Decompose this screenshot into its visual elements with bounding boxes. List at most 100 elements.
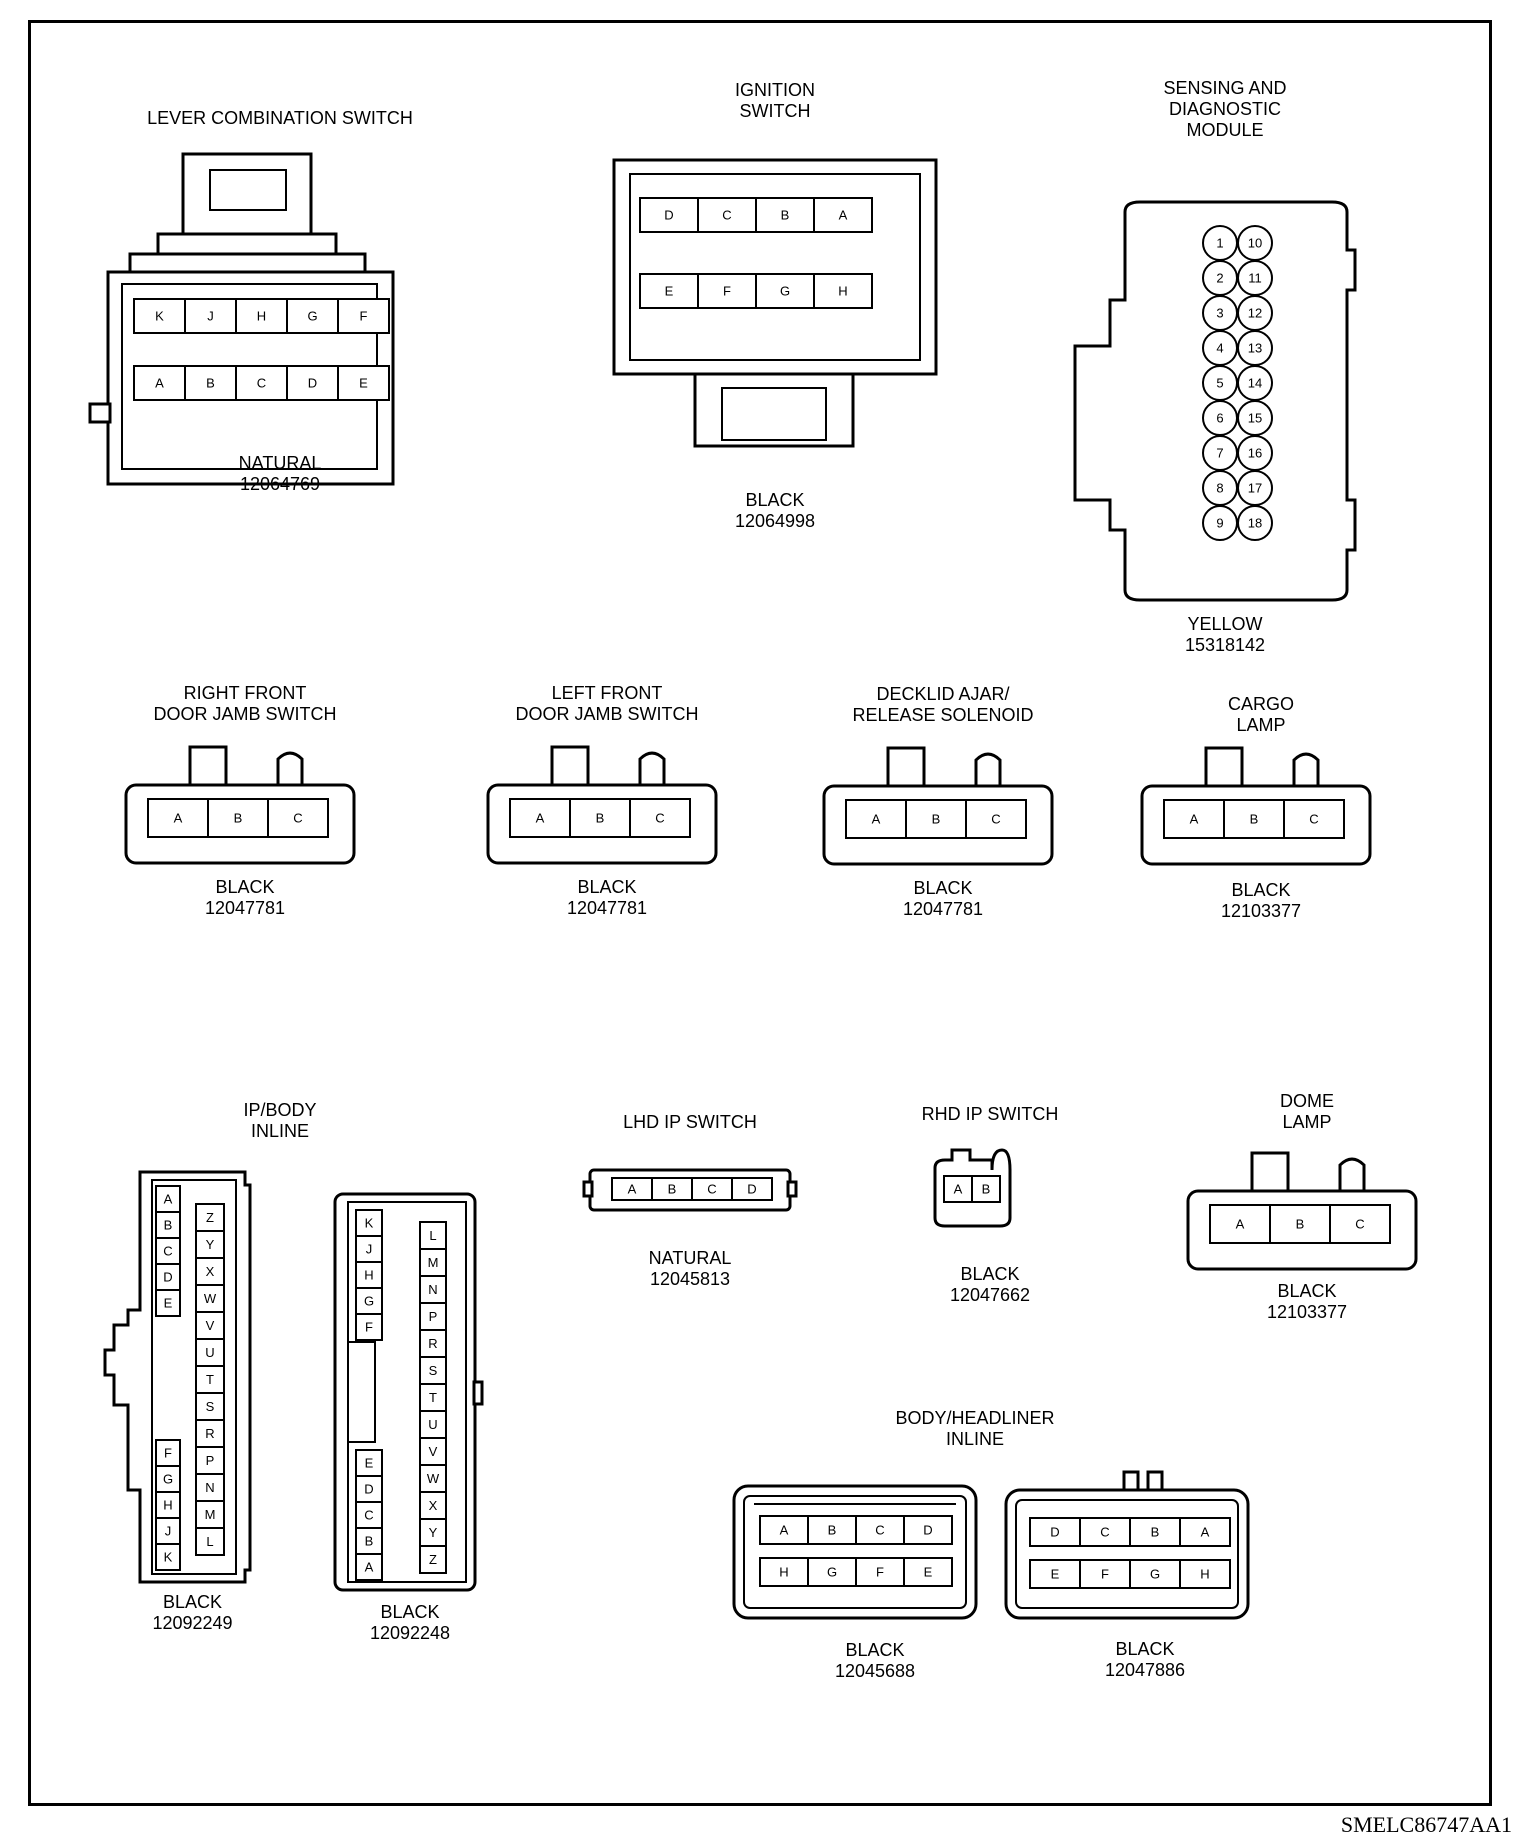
pin-label: H <box>257 309 266 324</box>
pin-cavity: 4 <box>1202 330 1238 366</box>
figure-id: SMELC86747AA1 <box>1340 1812 1512 1837</box>
pin-label: R <box>205 1426 214 1441</box>
pin-label: D <box>163 1270 172 1285</box>
pin-cavity: 6 <box>1202 400 1238 436</box>
pin-label: B <box>982 1182 991 1197</box>
pin-cavity: 18 <box>1237 505 1273 541</box>
pin-label: H <box>779 1565 788 1580</box>
pin-cavity: H <box>1179 1559 1231 1589</box>
pin-cavity: 8 <box>1202 470 1238 506</box>
connector-title: LHD IP SWITCH <box>623 1112 757 1132</box>
pin-label: E <box>365 1456 374 1471</box>
pin-cavity: C <box>1079 1517 1131 1547</box>
connector-part-number: 12103377 <box>1266 1302 1348 1322</box>
pin-cavity: E <box>1029 1559 1081 1589</box>
pin-label: F <box>876 1565 884 1580</box>
pin-cavity: E <box>155 1289 181 1317</box>
connector-title: IGNITION SWITCH <box>735 80 815 121</box>
pin-cavity: C <box>691 1177 733 1201</box>
pin-cavity: A <box>355 1553 383 1581</box>
connector-part-number: 12103377 <box>1220 901 1302 921</box>
pin-cavity: R <box>419 1329 447 1358</box>
pin-label: A <box>1201 1525 1210 1540</box>
pin-label: A <box>839 208 848 223</box>
pin-label: K <box>164 1550 173 1565</box>
connector-color: BLACK <box>960 1264 1020 1284</box>
pin-cavity: H <box>235 298 288 334</box>
pin-label: F <box>365 1320 373 1335</box>
pin-cavity: B <box>569 798 631 838</box>
pin-label: A <box>872 812 881 827</box>
pin-cavity: E <box>903 1557 953 1587</box>
pin-label: S <box>206 1399 215 1414</box>
pin-cavity: 15 <box>1237 400 1273 436</box>
pin-label: D <box>664 208 673 223</box>
pin-cavity: C <box>965 799 1027 839</box>
pin-cavity: D <box>286 365 339 401</box>
connector-title: LEVER COMBINATION SWITCH <box>147 108 413 128</box>
pin-cavity: 16 <box>1237 435 1273 471</box>
pin-label: H <box>838 284 847 299</box>
pin-label: Y <box>429 1525 438 1540</box>
pin-cavity: N <box>419 1275 447 1304</box>
pin-label: N <box>205 1480 214 1495</box>
pin-cavity: J <box>355 1235 383 1263</box>
pin-cavity: E <box>337 365 390 401</box>
pin-label: G <box>364 1294 374 1309</box>
pin-label: P <box>429 1309 438 1324</box>
pin-label: 2 <box>1216 271 1223 286</box>
pin-label: A <box>155 376 164 391</box>
connector-caption: YELLOW 15318142 <box>1070 614 1380 656</box>
pin-label: B <box>1151 1525 1160 1540</box>
pin-cavity: U <box>419 1410 447 1439</box>
pin-cavity: D <box>903 1515 953 1545</box>
diagram-frame <box>28 20 1492 1806</box>
pin-label: 16 <box>1248 446 1262 461</box>
connector-caption-12047886: BLACK 12047886 <box>1020 1639 1270 1681</box>
pin-label: Y <box>206 1237 215 1252</box>
pin-label: C <box>163 1244 172 1259</box>
pin-label: A <box>780 1523 789 1538</box>
pin-cavity: K <box>155 1543 181 1571</box>
pin-label: 6 <box>1216 411 1223 426</box>
connector-part-number: 12047662 <box>949 1285 1031 1305</box>
pin-cavity: Z <box>195 1203 225 1232</box>
connector-color: NATURAL <box>648 1248 732 1268</box>
pin-cavity: A <box>133 365 186 401</box>
connector-part-number: 12064769 <box>239 474 321 494</box>
connector-part-number: 12047886 <box>1104 1660 1186 1680</box>
pin-label: E <box>164 1296 173 1311</box>
connector-color: BLACK <box>1231 880 1291 900</box>
pin-cavity: G <box>155 1465 181 1493</box>
connector-caption: NATURAL 12064769 <box>100 453 460 495</box>
pin-cavity: C <box>267 798 329 838</box>
pin-cavity: B <box>755 197 815 233</box>
pin-label: J <box>207 309 214 324</box>
pin-label: J <box>165 1524 172 1539</box>
pin-cavity: T <box>195 1365 225 1394</box>
pin-label: Z <box>429 1552 437 1567</box>
pin-cavity: Y <box>195 1230 225 1259</box>
pin-cavity: 3 <box>1202 295 1238 331</box>
pin-cavity: A <box>611 1177 653 1201</box>
connector-title: DOME LAMP <box>1280 1091 1334 1132</box>
pin-label: C <box>875 1523 884 1538</box>
pin-cavity: X <box>419 1491 447 1520</box>
pin-cavity: A <box>1209 1204 1271 1244</box>
pin-label: E <box>359 376 368 391</box>
connector-title: DECKLID AJAR/ RELEASE SOLENOID <box>852 684 1034 725</box>
pin-label: 10 <box>1248 236 1262 251</box>
pin-cavity: B <box>905 799 967 839</box>
pin-cavity: G <box>807 1557 857 1587</box>
pin-cavity: 17 <box>1237 470 1273 506</box>
